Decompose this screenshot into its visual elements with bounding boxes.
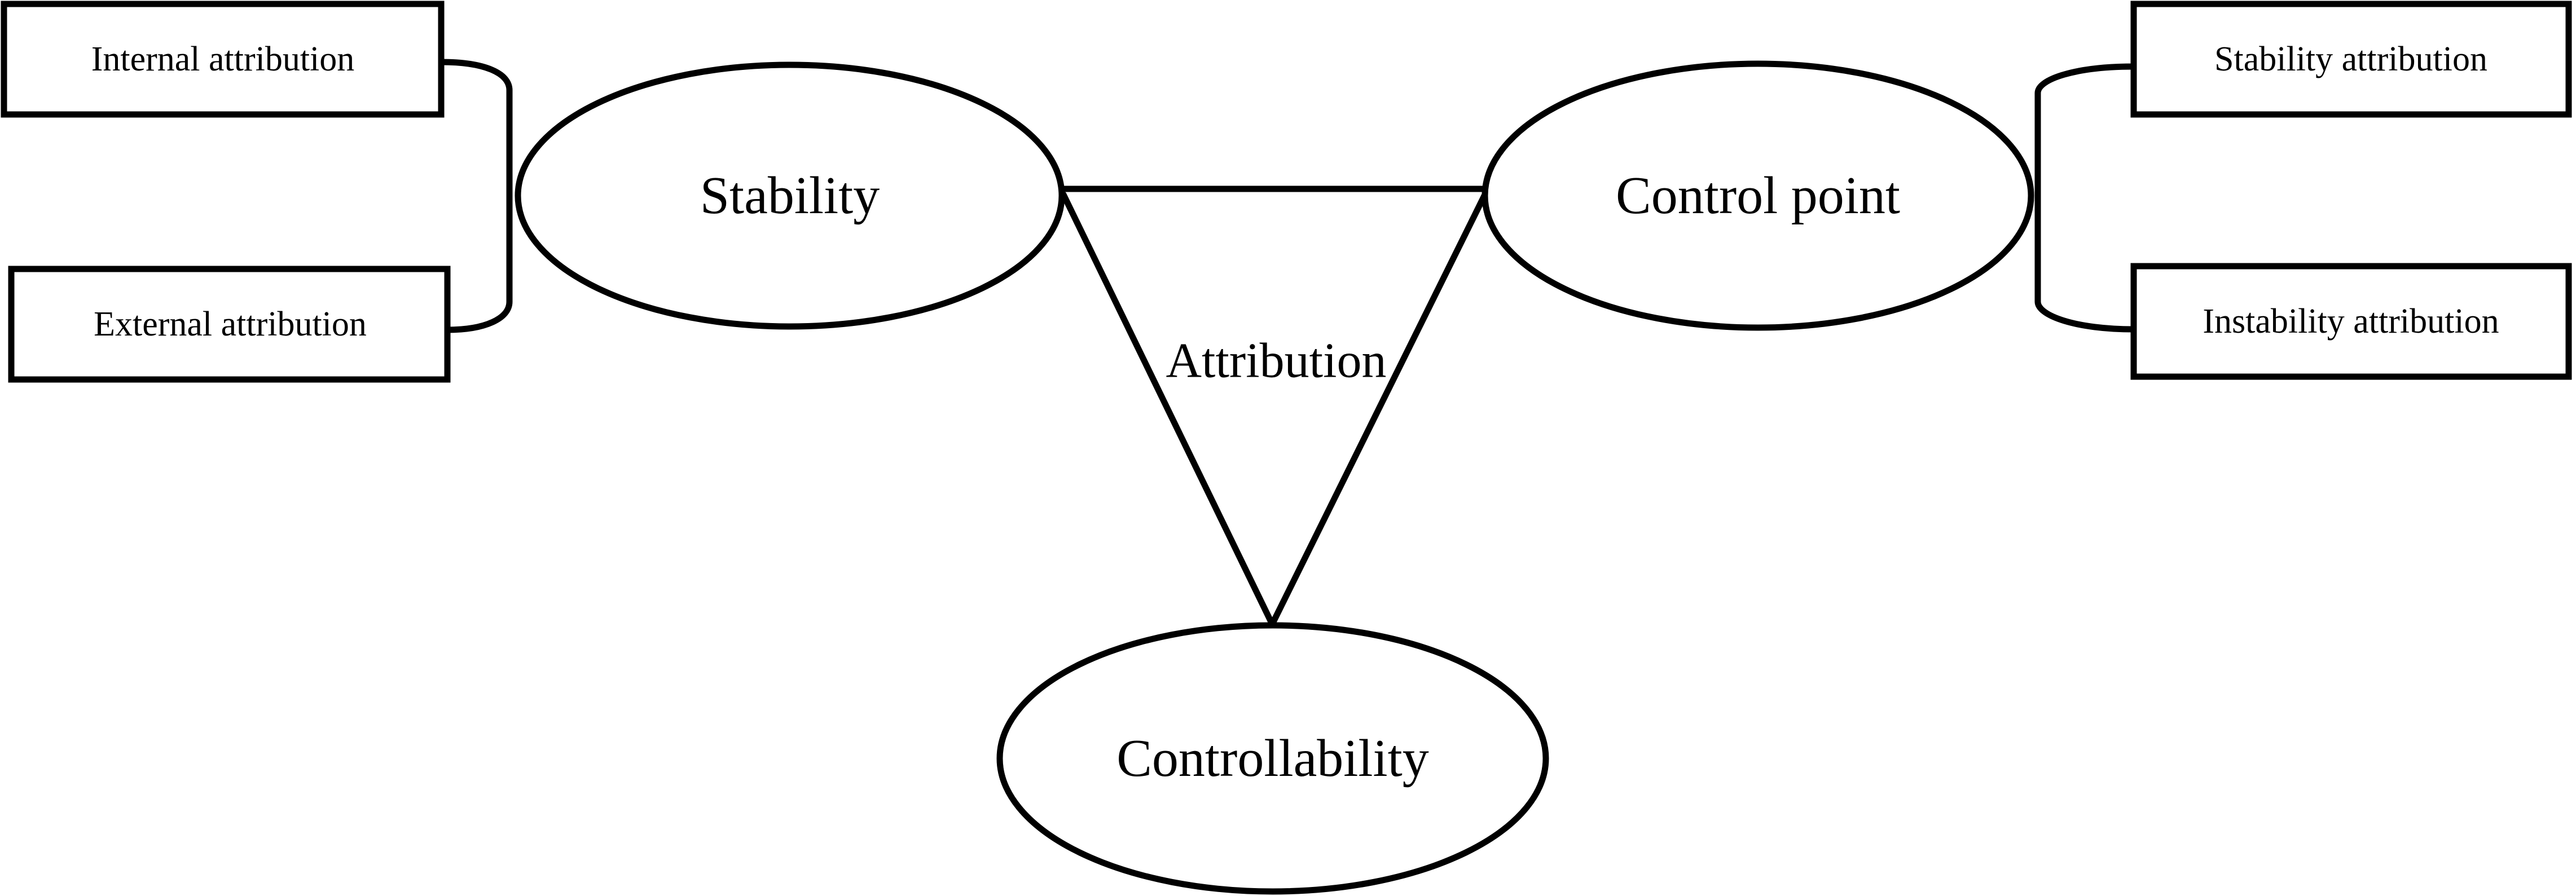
control-point-ellipse <box>1482 60 2034 331</box>
internal-attribution-label: Internal attribution <box>91 40 355 78</box>
stability-attribution-label: Stability attribution <box>2214 40 2487 78</box>
stability-attribution-box: Stability attribution <box>2130 1 2572 118</box>
internal-attribution-rect <box>1 1 445 118</box>
external-attribution-rect <box>8 266 451 383</box>
instability-attribution-box: Instability attribution <box>2130 263 2572 380</box>
stability-attribution-rect <box>2130 1 2572 118</box>
control-point-label: Control point <box>1616 166 1900 225</box>
instability-attribution-label: Instability attribution <box>2203 302 2499 341</box>
controllability-node: Controllability <box>996 622 1549 895</box>
internal-attribution-box: Internal attribution <box>1 1 445 118</box>
bracket-right <box>2034 63 2137 333</box>
attribution-label: Attribution <box>1166 334 1386 389</box>
controllability-label: Controllability <box>1116 729 1429 788</box>
external-attribution-box: External attribution <box>8 266 451 383</box>
external-attribution-label: External attribution <box>94 305 367 343</box>
controllability-ellipse <box>996 622 1549 895</box>
instability-attribution-rect <box>2130 263 2572 380</box>
stability-ellipse <box>515 61 1065 330</box>
control-point-node: Control point <box>1482 60 2034 331</box>
stability-label: Stability <box>700 166 880 225</box>
edge-control-point-controllability <box>1269 191 1488 628</box>
bracket-left <box>438 59 513 333</box>
stability-node: Stability <box>515 61 1065 330</box>
edge-stability-controllability <box>1060 191 1276 628</box>
